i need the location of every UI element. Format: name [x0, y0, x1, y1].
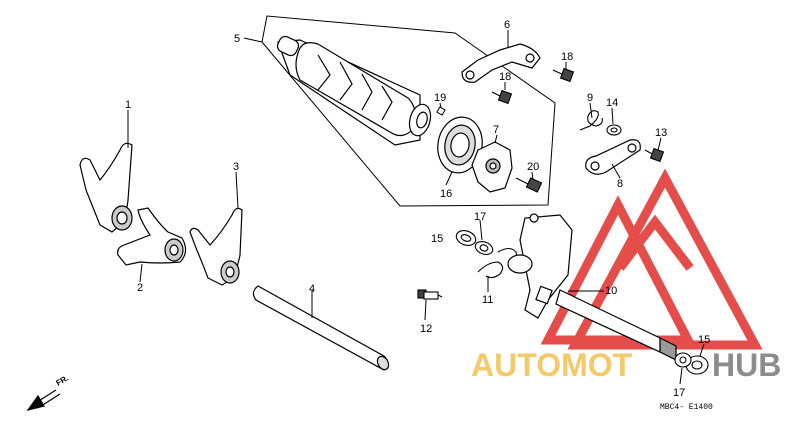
diagram-code: MBC4- E1400 [660, 403, 713, 412]
callout-15: 15 [431, 233, 443, 245]
washer-14 [606, 124, 622, 136]
stopper-arm [585, 139, 641, 175]
callout-14: 14 [606, 97, 618, 109]
front-direction-arrow-icon [26, 389, 61, 411]
bolt-18-lower [491, 89, 513, 105]
drum-assembly-box [261, 15, 556, 207]
callout-3: 3 [233, 161, 239, 173]
spring-9 [579, 110, 603, 131]
callout-5: 5 [234, 33, 240, 45]
watermark-logo-icon [540, 168, 763, 350]
callout-11: 11 [482, 294, 493, 306]
callout-4: 4 [309, 283, 315, 295]
bolt-12 [417, 289, 443, 300]
bolt-13 [644, 147, 665, 163]
bolt-18-upper [552, 67, 575, 83]
callout-16: 16 [440, 188, 452, 200]
gearshift-spindle [507, 213, 677, 361]
front-direction-label: FR. [55, 373, 71, 387]
callout-1: 1 [125, 99, 131, 111]
shift-drum [276, 35, 432, 146]
callout-18-b: 18 [499, 71, 511, 83]
callout-13: 13 [655, 127, 667, 139]
callout-labels: 5 6 18 18 19 7 16 20 9 14 13 8 1 2 3 4 1… [125, 19, 710, 399]
bearing [437, 116, 483, 174]
callout-20: 20 [527, 161, 539, 173]
callout-19: 19 [434, 92, 446, 104]
callout-17: 17 [474, 211, 486, 223]
shift-fork-1 [79, 142, 133, 233]
washer-17 [474, 241, 494, 255]
oil-seal-15 [455, 230, 477, 246]
callout-8: 8 [617, 178, 623, 190]
bolt-20 [515, 177, 543, 193]
callout-15-b: 15 [698, 334, 710, 346]
leader-lines [127, 30, 705, 385]
callout-10: 10 [605, 285, 617, 297]
shift-fork-2 [117, 207, 187, 266]
pin-19 [436, 106, 446, 116]
callout-2: 2 [137, 282, 143, 294]
callout-12: 12 [420, 323, 432, 335]
watermark-hub-text: HUB [712, 347, 781, 383]
callout-17-b: 17 [673, 387, 685, 399]
stopper-plate [461, 43, 541, 83]
callout-6: 6 [504, 19, 510, 31]
watermark-auto-text: AUTOMOT [471, 347, 633, 383]
callout-18: 18 [561, 51, 573, 63]
drum-center [471, 141, 513, 193]
callout-7: 7 [493, 124, 499, 136]
fork-shaft [252, 285, 390, 371]
shift-fork-3 [189, 207, 243, 286]
callout-9: 9 [587, 92, 593, 104]
washer-17-lower [674, 352, 692, 368]
